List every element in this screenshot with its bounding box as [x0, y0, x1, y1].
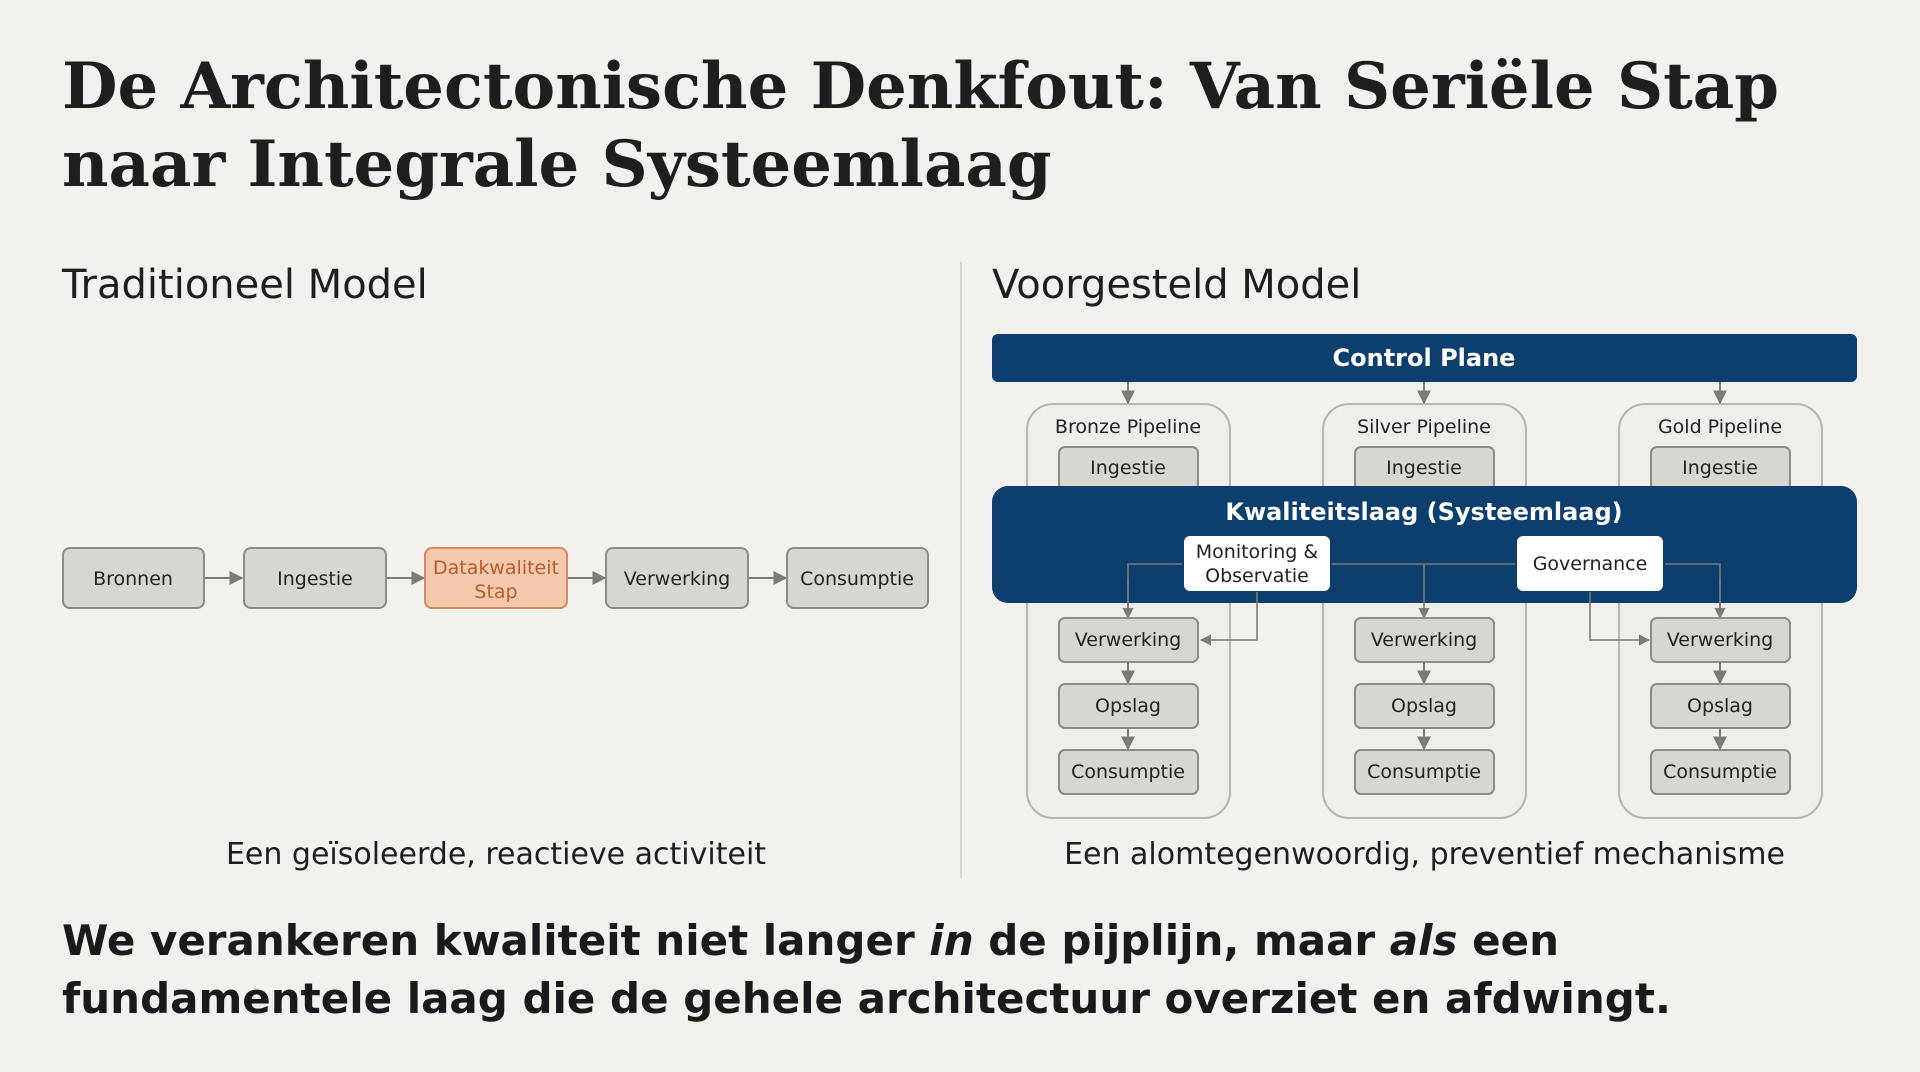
step-datakwaliteit: Datakwaliteit Stap	[424, 547, 568, 609]
step-box	[243, 547, 387, 609]
control-plane-band	[992, 334, 1857, 382]
quality-layer-label: Kwaliteitslaag (Systeemlaag)	[1225, 498, 1622, 526]
monitoring-label: Monitoring &	[1196, 541, 1319, 563]
bronze-steps: Verwerking Opslag Consumptie	[1058, 617, 1199, 795]
proposed-model-heading: Voorgesteld Model	[992, 262, 1362, 308]
conclusion-emphasis: als	[1389, 916, 1458, 965]
pipeline-step-box	[1058, 749, 1199, 795]
bronze-pipeline-title: Bronze Pipeline	[1055, 416, 1201, 438]
pipeline-step-label: Opslag	[1687, 695, 1753, 717]
traditional-model-caption: Een geïsoleerde, reactieve activiteit	[225, 837, 767, 872]
step-verwerking: Verwerking	[605, 547, 749, 609]
silver-pipeline-title: Silver Pipeline	[1357, 416, 1491, 438]
architecture-diagram: Bronnen Ingestie Datakwaliteit Stap Verw…	[62, 334, 1857, 819]
step-ingestie: Ingestie	[243, 547, 387, 609]
proposed-model-caption: Een alomtegenwoordig, preventief mechani…	[1064, 837, 1785, 872]
step-label: Consumptie	[800, 568, 914, 590]
traditional-model-heading: Traditioneel Model	[62, 262, 428, 308]
step-label: Stap	[474, 581, 517, 603]
pipeline-step-label: Consumptie	[1663, 761, 1777, 783]
pipeline-step-label: Consumptie	[1367, 761, 1481, 783]
monitoring-to-verwerking-arrow	[1199, 592, 1258, 646]
step-box	[786, 547, 929, 609]
step-box	[605, 547, 749, 609]
pipeline-step-label: Opslag	[1095, 695, 1161, 717]
column-divider	[960, 262, 962, 878]
pipeline-step-label: Verwerking	[1667, 629, 1773, 651]
proposed-model: Bronze Pipeline Silver Pipeline Gold Pip…	[992, 334, 1857, 819]
step-label: Bronnen	[93, 568, 173, 590]
conclusion-text: een fundamentele laag die de gehele arch…	[62, 916, 1671, 1023]
conclusion-statement: We verankeren kwaliteit niet langer in d…	[62, 912, 1892, 1028]
step-label: Ingestie	[277, 568, 353, 590]
step-box-highlight	[424, 547, 568, 609]
pipeline-step-label: Verwerking	[1075, 629, 1181, 651]
silver-steps: Verwerking Opslag Consumptie	[1354, 617, 1495, 795]
conclusion-emphasis: in	[929, 916, 974, 965]
traditional-flow: Bronnen Ingestie Datakwaliteit Stap Verw…	[62, 547, 929, 609]
step-consumptie: Consumptie	[786, 547, 929, 609]
step-bronnen: Bronnen	[62, 547, 205, 609]
pipeline-step-label: Verwerking	[1371, 629, 1477, 651]
control-plane-label: Control Plane	[1333, 344, 1516, 372]
pipeline-step-label: Opslag	[1391, 695, 1457, 717]
monitoring-label: Observatie	[1205, 565, 1309, 587]
step-label: Datakwaliteit	[433, 557, 559, 579]
gold-steps: Verwerking Opslag Consumptie	[1650, 617, 1791, 795]
silver-ingestie-label: Ingestie	[1386, 457, 1462, 479]
gold-pipeline-title: Gold Pipeline	[1658, 416, 1782, 438]
gold-ingestie-label: Ingestie	[1682, 457, 1758, 479]
step-label: Verwerking	[624, 568, 730, 590]
page-title: De Architectonische Denkfout: Van Seriël…	[62, 49, 1779, 202]
conclusion-text: de pijplijn, maar	[973, 916, 1390, 965]
pipeline-step-box	[1650, 749, 1791, 795]
step-box	[62, 547, 205, 609]
conclusion-text: We verankeren kwaliteit niet langer	[62, 916, 930, 965]
governance-to-verwerking-arrow	[1589, 592, 1651, 646]
pipeline-step-label: Consumptie	[1071, 761, 1185, 783]
pipeline-step-box	[1354, 749, 1495, 795]
bronze-ingestie-label: Ingestie	[1090, 457, 1166, 479]
governance-label: Governance	[1533, 553, 1648, 575]
